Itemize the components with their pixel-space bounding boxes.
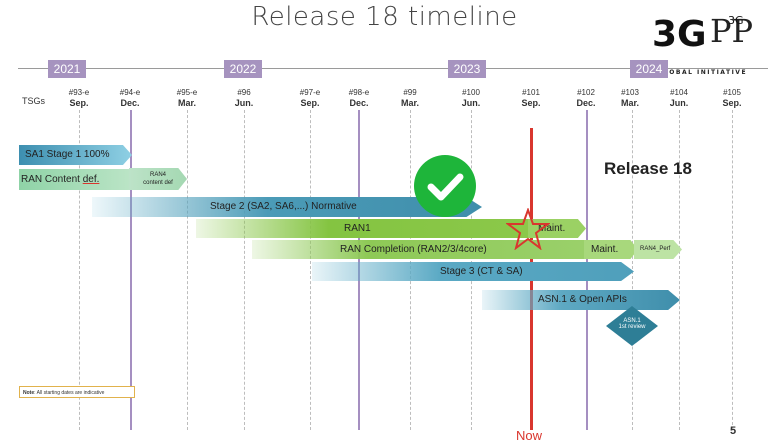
svg-text:PP: PP [710, 12, 753, 50]
star-icon [505, 207, 551, 251]
sa1-stage1-bar: SA1 Stage 1 100% [19, 145, 132, 165]
meeting-num: #102 [577, 88, 595, 97]
meeting-num: #98-e [348, 88, 370, 97]
note-box: Note: All starting dates are indicative [19, 386, 135, 398]
ran-completion-label: RAN Completion (RAN2/3/4core) [340, 244, 487, 255]
meeting-month: Sep. [69, 98, 89, 108]
year-2024: 2024 [630, 60, 668, 78]
gridline [187, 110, 188, 430]
gridline [732, 110, 733, 430]
meeting-month: Sep. [300, 98, 320, 108]
sa1-stage1-label: SA1 Stage 1 100% [25, 149, 110, 160]
3gpp-logo: 3G PP 3G A GLOBAL INITIATIVE [648, 6, 766, 78]
meeting-num: #103 [621, 88, 639, 97]
meeting-num: #97-e [299, 88, 321, 97]
year-2022: 2022 [224, 60, 262, 78]
slide-title: Release 18 timeline [251, 2, 518, 32]
meeting-month: Sep. [722, 98, 742, 108]
meeting-num: #95-e [176, 88, 198, 97]
meeting-month: Jun. [461, 98, 481, 108]
ran4-perf-bar: RAN4_Perf [634, 240, 682, 259]
ran1-label: RAN1 [344, 223, 371, 234]
meeting-num: #100 [462, 88, 480, 97]
gridline [632, 110, 633, 430]
meeting-num: #101 [522, 88, 540, 97]
meeting-num: #105 [723, 88, 741, 97]
year-2023: 2023 [448, 60, 486, 78]
now-label: Now [516, 428, 543, 443]
year-divider [130, 110, 132, 430]
meeting-num: #94-e [119, 88, 141, 97]
asn1-review-milestone: ASN.1 1st review [606, 306, 658, 346]
meeting-month: Sep. [521, 98, 541, 108]
ran-content-def-suffix: def. [82, 174, 100, 185]
gridline [244, 110, 245, 430]
ran-completion-maint-bar: Maint. [584, 240, 638, 259]
ran4-content-def-bar: RAN4 content def [129, 168, 187, 190]
asn1-review-line1: ASN.1 [623, 318, 641, 324]
stage2-bar: Stage 2 (SA2, SA6,...) Normative [92, 197, 482, 217]
tsgs-label: TSGs [22, 96, 46, 106]
gridline [679, 110, 680, 430]
meeting-month: Jun. [669, 98, 689, 108]
ran1-maint-label: Maint. [538, 223, 566, 234]
ran4-perf-label: RAN4_Perf [640, 246, 671, 252]
asn1-open-apis-bar: ASN.1 & Open APIs [482, 290, 680, 310]
ran4-content-line1: RAN4 [149, 172, 166, 178]
svg-text:3G: 3G [652, 14, 707, 55]
ran-content-label: RAN Content [21, 174, 83, 185]
gridline [79, 110, 80, 430]
svg-text:3G: 3G [728, 14, 744, 27]
ran1-bar: RAN1 [196, 219, 528, 238]
ran-content-def-bar: RAN Content def. [19, 169, 141, 190]
release-label: Release 18 [604, 159, 692, 178]
year-2021: 2021 [48, 60, 86, 78]
meeting-num: #104 [670, 88, 688, 97]
ran-completion-bar: RAN Completion (RAN2/3/4core) [252, 240, 584, 259]
note-bold: Note [23, 390, 35, 396]
meeting-month: Mar. [620, 98, 639, 108]
meeting-month: Mar. [400, 98, 419, 108]
meeting-month: Dec. [349, 98, 369, 108]
asn1-open-apis-label: ASN.1 & Open APIs [538, 294, 627, 305]
checkmark-icon [413, 154, 477, 218]
page-number: 5 [730, 425, 737, 437]
ran-completion-maint-label: Maint. [591, 244, 619, 255]
stage3-bar: Stage 3 (CT & SA) [312, 262, 634, 281]
meeting-num: #96 [237, 88, 251, 97]
meeting-month: Jun. [234, 98, 254, 108]
svg-text:A GLOBAL INITIATIVE: A GLOBAL INITIATIVE [648, 69, 747, 76]
meeting-month: Mar. [177, 98, 196, 108]
meeting-month: Dec. [576, 98, 596, 108]
stage3-label: Stage 3 (CT & SA) [440, 266, 523, 277]
meeting-num: #99 [403, 88, 417, 97]
meeting-num: #93-e [68, 88, 90, 97]
ran4-content-line2: content def [143, 180, 173, 186]
gridline [310, 110, 311, 430]
note-text: : All starting dates are indicative [34, 390, 105, 396]
asn1-review-line2: 1st review [618, 324, 646, 330]
meeting-month: Dec. [120, 98, 140, 108]
year-axis-line [18, 68, 768, 69]
stage2-label: Stage 2 (SA2, SA6,...) Normative [210, 201, 357, 212]
